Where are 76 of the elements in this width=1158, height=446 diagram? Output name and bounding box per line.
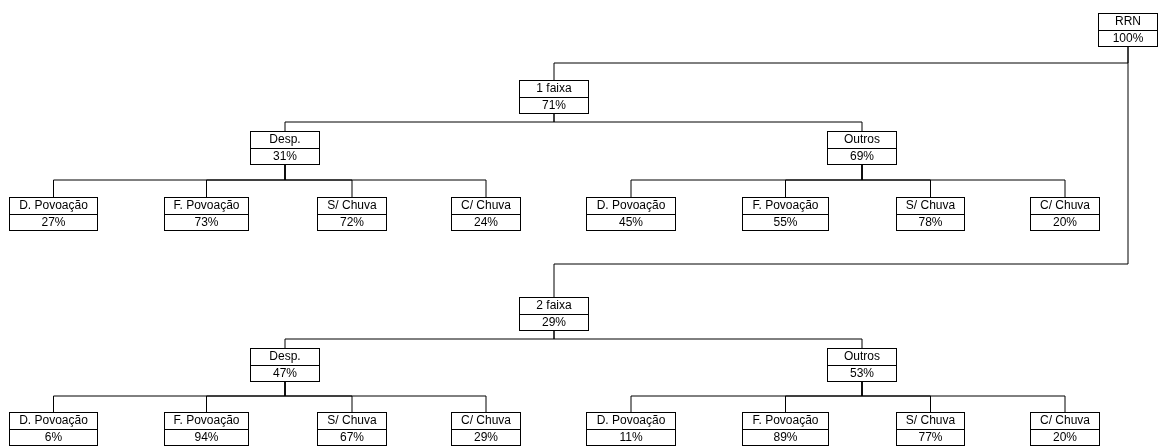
percentage-value: 53% [850, 365, 874, 381]
tree-node-box [451, 197, 521, 231]
node-label: S/ Chuva [327, 198, 377, 214]
node-label: 2 faixa [536, 298, 572, 314]
tree-node-box [9, 197, 98, 231]
percentage-value: 69% [850, 148, 874, 164]
node-label: D. Povoação [596, 198, 666, 214]
percentage-value: 20% [1053, 429, 1077, 445]
percentage-value: 27% [41, 214, 66, 230]
node-label: F. Povoação [752, 413, 819, 429]
node-label: Desp. [269, 349, 301, 365]
node-label: S/ Chuva [327, 413, 377, 429]
node-label: F. Povoação [752, 198, 819, 214]
percentage-value: 20% [1053, 214, 1077, 230]
tree-node-box [519, 297, 589, 331]
node-label: C/ Chuva [461, 198, 511, 214]
connector-line [861, 380, 1066, 413]
node-label: C/ Chuva [1040, 413, 1090, 429]
tree-node-box [896, 412, 965, 446]
node-label: F. Povoação [173, 198, 240, 214]
percentage-value: 6% [44, 429, 63, 445]
node-label: C/ Chuva [1040, 198, 1090, 214]
tree-node-box [451, 412, 521, 446]
node-label: RRN [1115, 14, 1141, 30]
tree-node-box [9, 412, 98, 446]
percentage-value: 71% [542, 97, 566, 113]
tree-node-box [1030, 412, 1100, 446]
node-label: 1 faixa [536, 81, 572, 97]
percentage-value: 11% [619, 429, 643, 445]
percentage-value: 78% [918, 214, 943, 230]
node-label: D. Povoação [19, 413, 88, 429]
percentage-value: 24% [474, 214, 498, 230]
percentage-value: 55% [773, 214, 798, 230]
node-label: S/ Chuva [905, 413, 956, 429]
tree-node-box [164, 197, 249, 231]
percentage-value: 72% [340, 214, 364, 230]
tree-node-box [250, 348, 320, 382]
percentage-value: 45% [619, 214, 643, 230]
tree-node-box [317, 412, 387, 446]
tree-node-box [827, 131, 897, 165]
tree-node-box [317, 197, 387, 231]
connector-line [284, 380, 487, 413]
tree-node-box [742, 412, 829, 446]
tree-node-box [519, 80, 589, 114]
tree-node-box [896, 197, 965, 231]
connector-line [553, 329, 863, 349]
percentage-value: 29% [474, 429, 498, 445]
tree-node-box [586, 197, 676, 231]
node-label: C/ Chuva [461, 413, 511, 429]
tree-node-box [250, 131, 320, 165]
connector-line [553, 112, 863, 132]
percentage-value: 67% [340, 429, 364, 445]
tree-node-box [742, 197, 829, 231]
percentage-value: 31% [273, 148, 297, 164]
node-label: S/ Chuva [905, 198, 956, 214]
percentage-value: 89% [773, 429, 798, 445]
tree-node-box [1098, 13, 1158, 47]
percentage-value: 94% [194, 429, 219, 445]
node-label: F. Povoação [173, 413, 240, 429]
percentage-value: 77% [918, 429, 943, 445]
node-label: Outros [844, 132, 880, 148]
tree-node-box [586, 412, 676, 446]
percentage-value: 100% [1112, 30, 1144, 46]
tree-node-box [827, 348, 897, 382]
percentage-value: 47% [273, 365, 297, 381]
connector-line [553, 45, 1129, 298]
connector-line [284, 163, 487, 198]
tree-node-box [164, 412, 249, 446]
tree-node-box [1030, 197, 1100, 231]
node-label: D. Povoação [19, 198, 88, 214]
node-label: D. Povoação [596, 413, 666, 429]
percentage-value: 29% [542, 314, 566, 330]
node-label: Outros [844, 349, 880, 365]
node-label: Desp. [269, 132, 301, 148]
percentage-value: 73% [194, 214, 219, 230]
connector-line [861, 163, 1066, 198]
